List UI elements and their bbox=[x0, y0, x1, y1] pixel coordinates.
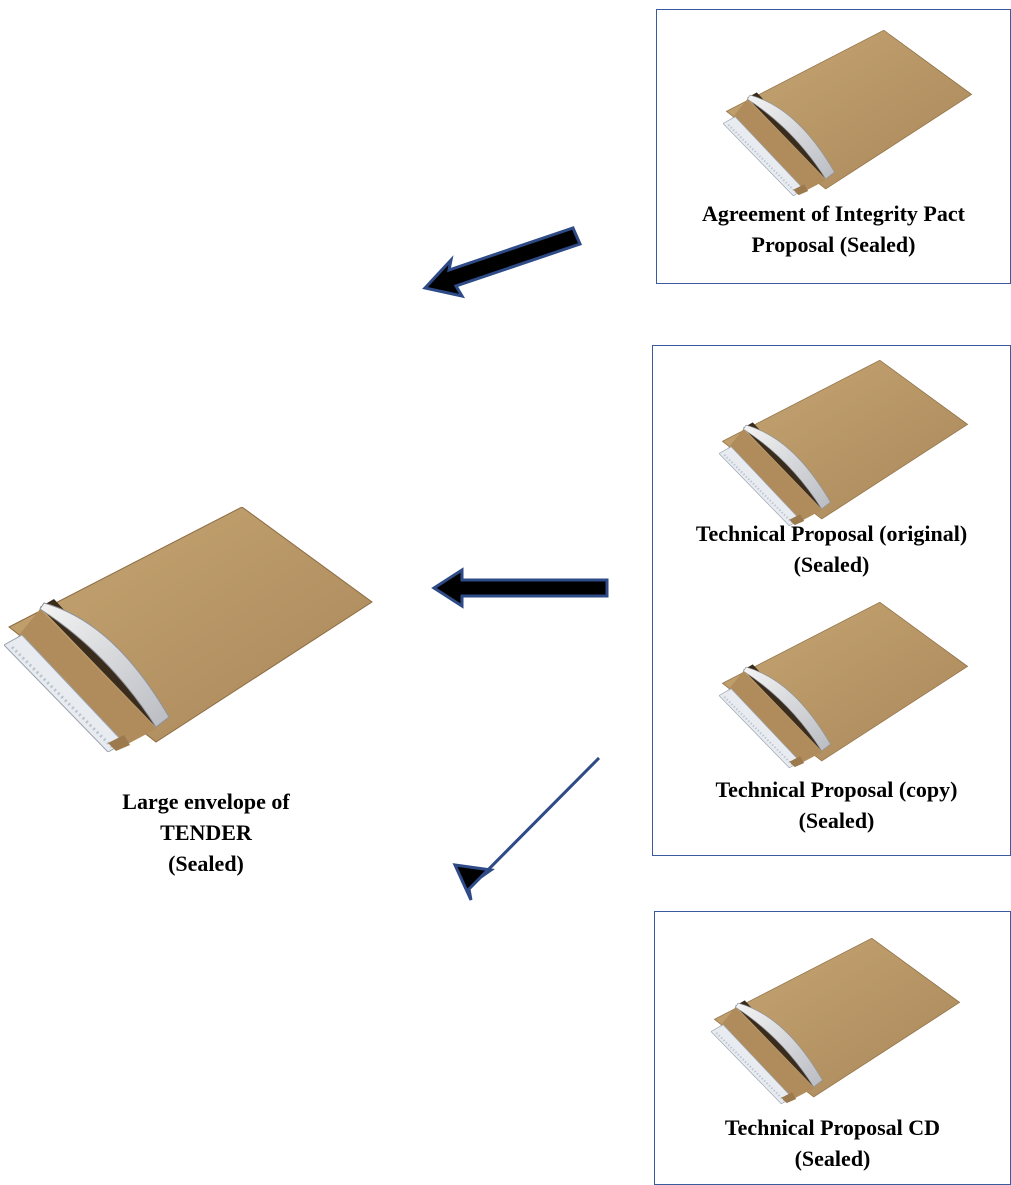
technical-original-label-line1: Technical Proposal (original) bbox=[695, 521, 968, 546]
technical-original-label-line2: (Sealed) bbox=[793, 552, 870, 577]
technical-copy-label-line2: (Sealed) bbox=[798, 808, 875, 833]
envelope-icon bbox=[719, 602, 969, 768]
technical-copy-label-line1: Technical Proposal (copy) bbox=[715, 777, 958, 802]
large-tender-envelope-icon bbox=[4, 507, 374, 752]
integrity-pact-label-line1: Agreement of Integrity Pact bbox=[702, 201, 965, 226]
envelope-icon bbox=[711, 938, 961, 1104]
arrow-integrity-to-tender bbox=[422, 226, 583, 299]
integrity-pact-label: Agreement of Integrity Pact Proposal (Se… bbox=[657, 198, 1010, 260]
technical-original-label: Technical Proposal (original) (Sealed) bbox=[653, 518, 1010, 580]
envelope-icon bbox=[719, 360, 969, 526]
technical-proposal-box: Technical Proposal (original) (Sealed) T… bbox=[652, 345, 1011, 856]
technical-cd-box: Technical Proposal CD (Sealed) bbox=[654, 911, 1011, 1185]
integrity-pact-label-line2: Proposal (Sealed) bbox=[751, 232, 916, 257]
technical-cd-label: Technical Proposal CD (Sealed) bbox=[655, 1112, 1010, 1174]
envelope-icon bbox=[723, 30, 973, 196]
large-envelope-label-line3: (Sealed) bbox=[168, 851, 244, 876]
arrow-cd-to-tender bbox=[452, 756, 601, 901]
large-envelope-label: Large envelope of TENDER (Sealed) bbox=[56, 786, 356, 879]
technical-copy-label: Technical Proposal (copy) (Sealed) bbox=[663, 774, 1010, 836]
technical-cd-label-line1: Technical Proposal CD bbox=[724, 1115, 941, 1140]
arrow-technical-to-tender bbox=[431, 567, 609, 609]
large-envelope-label-line1: Large envelope of bbox=[122, 789, 290, 814]
technical-cd-label-line2: (Sealed) bbox=[794, 1146, 871, 1171]
integrity-pact-box: Agreement of Integrity Pact Proposal (Se… bbox=[656, 9, 1011, 284]
large-envelope-label-line2: TENDER bbox=[160, 820, 252, 845]
